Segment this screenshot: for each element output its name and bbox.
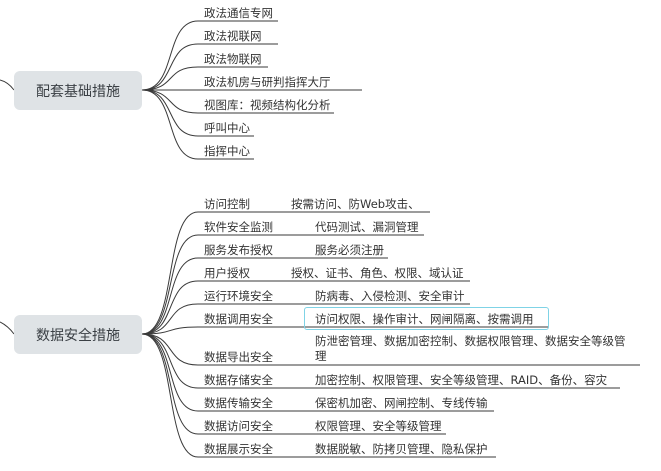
infra-item[interactable]: 指挥中心 <box>204 144 250 158</box>
security-item-detail[interactable]: 服务必须注册 <box>315 243 384 257</box>
security-item-detail[interactable]: 按需访问、防Web攻击、 <box>291 197 420 211</box>
security-item-detail[interactable]: 防泄密管理、数据加密控制、数据权限管理、数据安全等级管理 <box>315 334 626 363</box>
security-branch <box>141 303 470 335</box>
security-item-label[interactable]: 数据存储安全 <box>204 373 273 387</box>
security-branch <box>141 333 620 389</box>
security-branch <box>141 333 640 366</box>
infra-branch <box>141 66 268 91</box>
security-item-label[interactable]: 访问控制 <box>204 197 250 211</box>
infra-item[interactable]: 政法通信专网 <box>204 6 273 20</box>
security-item-label[interactable]: 数据展示安全 <box>204 442 273 456</box>
security-branch <box>141 280 470 335</box>
security-branch <box>141 333 494 412</box>
infra-item[interactable]: 视图库：视频结构化分析 <box>204 98 331 112</box>
infra-branch <box>141 43 278 91</box>
infra-root-node[interactable]: 配套基础措施 <box>14 71 142 110</box>
security-branch <box>141 257 388 335</box>
security-branch <box>141 333 496 458</box>
security-item-detail[interactable]: 访问权限、操作审计、网闸隔离、按需调用 <box>315 312 534 326</box>
security-item-detail[interactable]: 保密机加密、网闸控制、专线传输 <box>315 396 488 410</box>
security-item-detail[interactable]: 防病毒、入侵检测、安全审计 <box>315 289 465 303</box>
security-branch <box>141 211 430 335</box>
security-item-detail[interactable]: 加密控制、权限管理、安全等级管理、RAID、备份、容灾 <box>315 373 608 387</box>
infra-branch <box>141 89 334 114</box>
security-root-label: 数据安全措施 <box>36 327 120 344</box>
infra-left-stub <box>0 79 15 91</box>
security-item-label[interactable]: 运行环境安全 <box>204 289 273 303</box>
security-root-node[interactable]: 数据安全措施 <box>14 315 142 354</box>
security-item-detail[interactable]: 权限管理、安全等级管理 <box>315 419 442 433</box>
security-left-stub <box>0 321 15 335</box>
infra-item[interactable]: 政法机房与研判指挥大厅 <box>204 75 331 89</box>
security-item-detail[interactable]: 数据脱敏、防拷贝管理、隐私保护 <box>315 442 488 456</box>
security-item-label[interactable]: 软件安全监测 <box>204 220 273 234</box>
security-branch <box>141 326 548 335</box>
selection-highlight <box>304 307 549 330</box>
security-branch <box>141 333 446 435</box>
security-item-label[interactable]: 服务发布授权 <box>204 243 273 257</box>
security-item-label[interactable]: 数据传输安全 <box>204 396 273 410</box>
infra-branch <box>141 89 254 137</box>
infra-root-label: 配套基础措施 <box>36 83 120 100</box>
security-item-label[interactable]: 数据导出安全 <box>204 350 273 364</box>
security-item-detail[interactable]: 授权、证书、角色、权限、域认证 <box>291 266 464 280</box>
security-item-label[interactable]: 数据访问安全 <box>204 419 273 433</box>
infra-branch <box>141 89 254 160</box>
infra-item[interactable]: 政法视联网 <box>204 29 262 43</box>
security-item-label[interactable]: 数据调用安全 <box>204 312 273 326</box>
infra-branch <box>141 20 278 91</box>
infra-item[interactable]: 呼叫中心 <box>204 121 250 135</box>
security-branch <box>141 234 424 335</box>
infra-item[interactable]: 政法物联网 <box>204 52 262 66</box>
security-item-detail[interactable]: 代码测试、漏洞管理 <box>315 220 419 234</box>
security-item-label[interactable]: 用户授权 <box>204 266 250 280</box>
